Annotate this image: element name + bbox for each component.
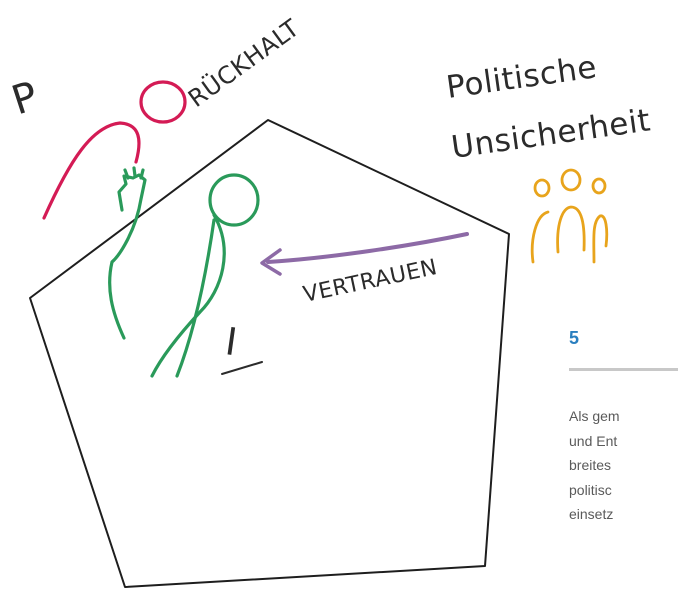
paragraph-line: einsetz bbox=[569, 506, 614, 522]
p-label: P bbox=[6, 73, 44, 124]
politische-label-line1: Politische bbox=[444, 49, 599, 106]
pentagon-outline bbox=[29, 119, 510, 588]
crowd-figures bbox=[530, 168, 609, 264]
vertrauen-arrow bbox=[260, 232, 469, 276]
paragraph-line: Als gem bbox=[569, 408, 620, 424]
paragraph-line: politisc bbox=[569, 481, 612, 498]
i-figure bbox=[108, 166, 260, 378]
section-paragraph: Als gem und Ent breites politisc einsetz bbox=[569, 404, 678, 527]
i-label: I bbox=[223, 319, 241, 364]
paragraph-line: und Ent bbox=[569, 432, 618, 449]
p-figure bbox=[42, 80, 187, 220]
i-underline bbox=[221, 361, 263, 375]
vertrauen-label: VERTRAUEN bbox=[301, 255, 440, 308]
paragraph-line: breites bbox=[569, 457, 612, 473]
section-divider bbox=[569, 368, 678, 371]
rueckhalt-label: RÜCKHALT bbox=[182, 13, 304, 113]
politische-label-line2: Unsicherheit bbox=[449, 102, 653, 166]
section-number: 5 bbox=[569, 328, 580, 348]
